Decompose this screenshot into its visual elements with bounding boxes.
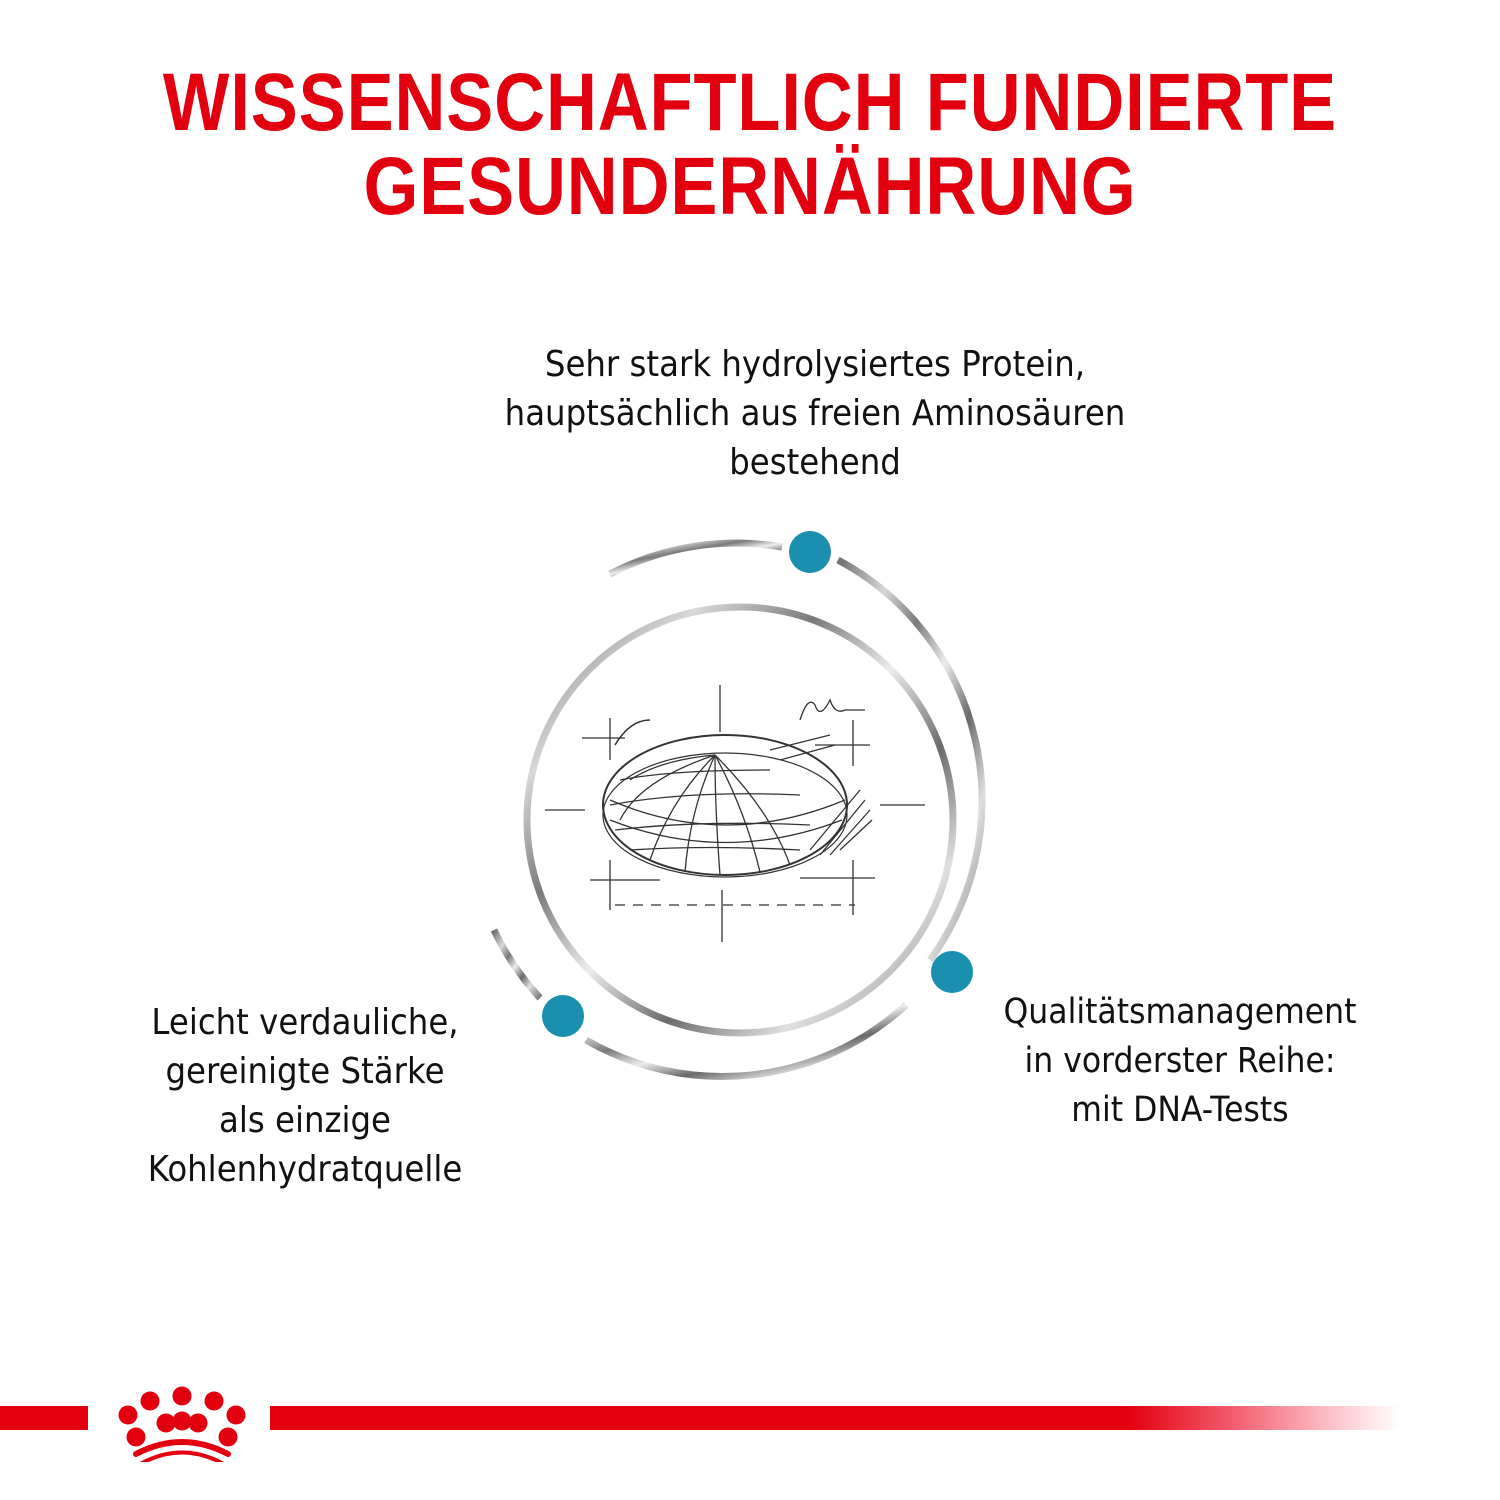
feature-protein: Sehr stark hydrolysiertes Protein, haupt… [442,340,1189,487]
marker-dot-top [789,531,831,573]
marker-dot-left [542,995,584,1037]
title-line-1: WISSENSCHAFTLICH FUNDIERTE [162,57,1338,148]
outer-ring-arc-left [490,928,543,1001]
brand-line-right [270,1406,1400,1430]
feature-starch: Leicht verdauliche, gereinigte Stärke al… [94,998,517,1194]
kibble-diagram [490,531,986,1081]
feature-text-line: Leicht verdauliche, [151,1002,459,1043]
outer-ring-arc-bottom [584,1002,909,1081]
outer-ring-arc-right [836,556,986,963]
feature-text-line: gereinigte Stärke [165,1051,445,1092]
page-title: WISSENSCHAFTLICH FUNDIERTE GESUNDERNÄHRU… [105,62,1395,230]
feature-text-line: als einzige [218,1100,392,1141]
outer-ring-arc-top [608,539,783,578]
title-line-2: GESUNDERNÄHRUNG [363,141,1137,232]
feature-text-line: in vorderster Reihe: [1024,1041,1336,1081]
brand-line-left [0,1406,88,1430]
feature-text-line: Sehr stark hydrolysiertes Protein, [544,344,1086,385]
feature-quality: Qualitätsmanagement in vorderster Reihe:… [973,988,1387,1135]
feature-text-line: mit DNA-Tests [1071,1090,1289,1130]
feature-text-line: bestehend [729,442,901,483]
kibble-sketch-icon [545,685,925,942]
feature-text-line: Qualitätsmanagement [1003,992,1357,1032]
feature-text-line: Kohlenhydratquelle [147,1149,463,1190]
inner-ring [523,603,957,1037]
crown-logo-icon [118,1386,246,1462]
feature-text-line: hauptsächlich aus freien Aminosäuren [504,393,1126,434]
marker-dot-right [931,951,973,993]
